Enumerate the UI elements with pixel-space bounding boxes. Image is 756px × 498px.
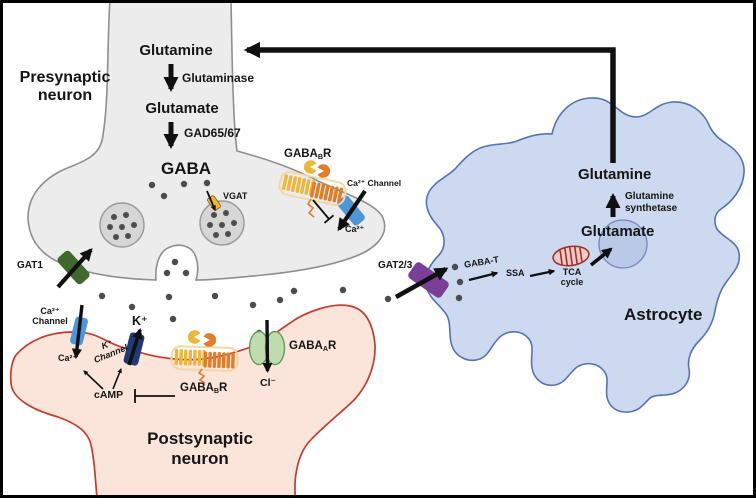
glutamine-recycling-arrow	[243, 41, 616, 163]
gabaa-label: GABAAR	[289, 340, 337, 353]
gaba-molecule-dots	[98, 179, 464, 337]
inhibition-lines	[134, 199, 335, 403]
k-ion-label: K⁺	[132, 314, 148, 328]
presynaptic-neuron-label: Presynaptic neuron	[19, 69, 111, 105]
ca-channel-presynaptic-icon	[337, 189, 367, 232]
gabab-postsynaptic-label: GABABR	[180, 382, 228, 395]
ca-ion-postsynaptic-label: Ca²⁺	[58, 353, 78, 363]
camp-to-ca-arrow	[83, 370, 104, 390]
diagram-art	[9, 3, 745, 495]
mitochondrion-icon	[552, 245, 590, 267]
gabab-inhibits-ca-line	[312, 199, 330, 220]
vesicle-gaba-dots	[107, 210, 237, 240]
glutaminase-label: Glutaminase	[182, 71, 255, 85]
camp-to-k-arrow	[112, 368, 122, 390]
k-channel-icon	[123, 327, 145, 366]
ca-ion-presynaptic-label: Ca²⁺	[345, 224, 365, 234]
gabab-receptor-postsynaptic-icon	[170, 330, 239, 384]
glutamine-synthetase-label: Glutamine synthetase	[625, 191, 678, 214]
glutamate-astrocyte-label: Glutamate	[581, 223, 655, 240]
gabat-arrow	[468, 271, 499, 282]
glutamate-presynaptic-label: Glutamate	[145, 100, 219, 117]
glutamine-presynaptic-label: Glutamine	[139, 42, 213, 59]
gat23-transporter-icon	[394, 262, 449, 300]
cl-ion-label: Cl⁻	[260, 377, 277, 389]
gat23-label: GAT2/3	[378, 260, 413, 271]
ca-channel-presynaptic-label: Ca²⁺ Channel	[347, 178, 402, 188]
ssa-label: SSA	[506, 268, 525, 278]
ssa-to-tca-arrow	[529, 268, 556, 278]
camp-label: cAMP	[94, 389, 124, 401]
gad-label: GAD65/67	[184, 126, 241, 140]
ca-channel-postsynaptic-label: Ca²⁺ Channel	[32, 306, 68, 327]
gat1-transporter-icon	[56, 248, 93, 289]
postsynaptic-neuron-label: Postsynaptic neuron	[147, 429, 253, 468]
tca-cycle-label: TCA cycle	[560, 267, 584, 288]
tca-to-glutamate-arrow	[589, 247, 613, 267]
gabab-receptor-presynaptic-icon	[278, 160, 347, 218]
cl-flux-arrow	[262, 319, 273, 374]
glutamine-astrocyte-label: Glutamine	[578, 166, 652, 183]
gaba-label: GABA	[161, 159, 212, 178]
gabab-presynaptic-label: GABABR	[284, 148, 332, 161]
gat1-label: GAT1	[17, 260, 43, 271]
vgat-label: VGAT	[223, 191, 248, 201]
ca-channel-postsynaptic-icon	[70, 304, 88, 360]
pathway-arrows	[83, 41, 621, 390]
astrocyte-label: Astrocyte	[624, 305, 703, 324]
vgat-transporter-icon	[206, 190, 221, 211]
